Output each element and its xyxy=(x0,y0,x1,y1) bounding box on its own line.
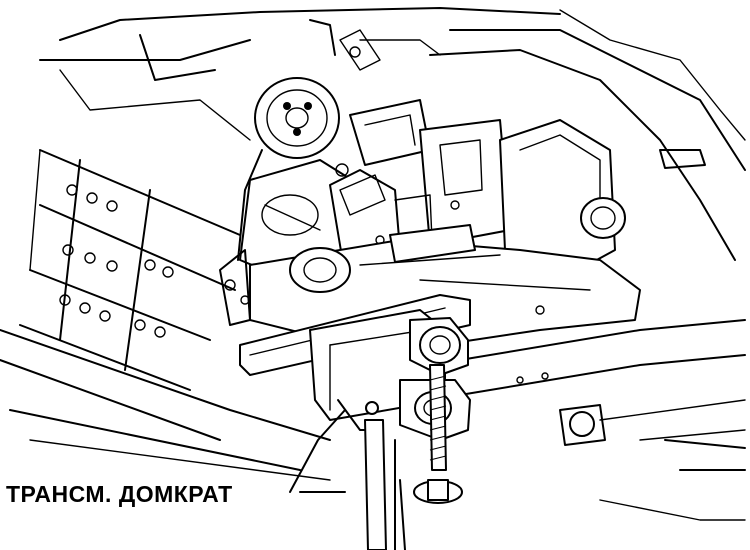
callout-label-transmission-jack: ТРАНСМ. ДОМКРАТ xyxy=(6,481,233,507)
lower-rails xyxy=(0,319,746,521)
pulley xyxy=(237,77,340,261)
callout-leader xyxy=(289,409,346,493)
frame-rail-left xyxy=(19,149,241,391)
vehicle-body-upper xyxy=(39,7,746,261)
jack-post xyxy=(364,364,463,550)
